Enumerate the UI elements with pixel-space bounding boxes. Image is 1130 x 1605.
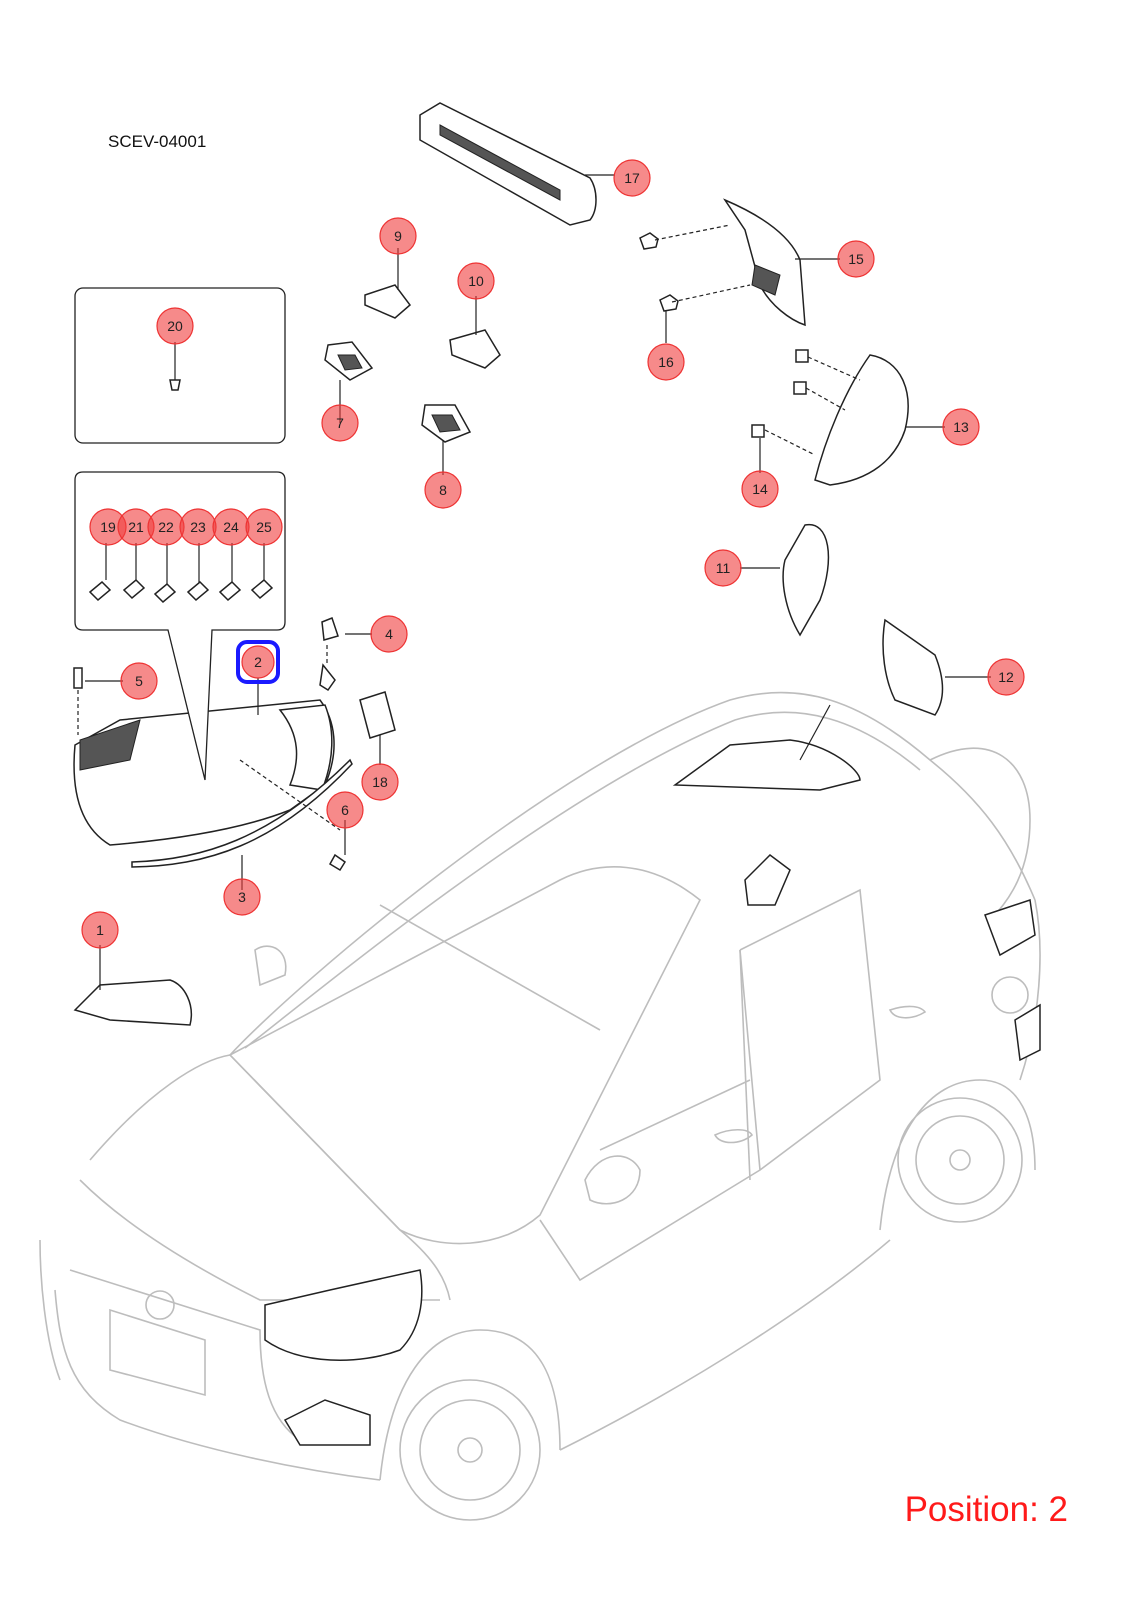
callout-7[interactable]: 7 xyxy=(321,404,359,442)
callout-circle xyxy=(647,343,685,381)
part-illustrations xyxy=(73,102,1041,1446)
callout-1[interactable]: 1 xyxy=(81,911,119,949)
callout-circle xyxy=(321,404,359,442)
callout-circle xyxy=(704,549,742,587)
callout-20[interactable]: 20 xyxy=(156,307,194,345)
callout-label: 2 xyxy=(254,654,262,670)
callout-3[interactable]: 3 xyxy=(223,878,261,916)
bulb-parts xyxy=(88,578,274,604)
callout-label: 21 xyxy=(128,519,144,535)
callout-circle xyxy=(741,470,779,508)
callout-label: 25 xyxy=(256,519,272,535)
callout-6[interactable]: 6 xyxy=(326,791,364,829)
callout-label: 1 xyxy=(96,922,104,938)
callout-23[interactable]: 23 xyxy=(179,508,217,546)
callout-circle xyxy=(245,508,283,546)
callout-circle xyxy=(81,911,119,949)
callout-label: 10 xyxy=(468,273,484,289)
vehicle-outline xyxy=(39,691,1041,1521)
callout-8[interactable]: 8 xyxy=(424,471,462,509)
callout-label: 13 xyxy=(953,419,969,435)
callout-circle xyxy=(424,471,462,509)
callout-label: 18 xyxy=(372,774,388,790)
callout-circle xyxy=(942,408,980,446)
callout-label: 8 xyxy=(439,482,447,498)
diagram-code: SCEV-04001 xyxy=(108,132,207,151)
callout-label: 24 xyxy=(223,519,239,535)
callout-circle xyxy=(326,791,364,829)
callout-label: 9 xyxy=(394,228,402,244)
callout-2[interactable]: 2 xyxy=(236,640,280,684)
callout-13[interactable]: 13 xyxy=(942,408,980,446)
callout-21[interactable]: 21 xyxy=(117,508,155,546)
callout-label: 5 xyxy=(135,673,143,689)
callout-4[interactable]: 4 xyxy=(370,615,408,653)
callout-circle xyxy=(361,763,399,801)
callout-10[interactable]: 10 xyxy=(457,262,495,300)
callout-15[interactable]: 15 xyxy=(837,240,875,278)
callout-12[interactable]: 12 xyxy=(987,658,1025,696)
clip-part xyxy=(169,379,181,391)
callout-16[interactable]: 16 xyxy=(647,343,685,381)
callout-17[interactable]: 17 xyxy=(613,159,651,197)
callout-5[interactable]: 5 xyxy=(120,662,158,700)
callout-circle xyxy=(457,262,495,300)
callout-11[interactable]: 11 xyxy=(704,549,742,587)
callout-label: 14 xyxy=(752,481,768,497)
callout-label: 12 xyxy=(998,669,1014,685)
callout-label: 4 xyxy=(385,626,393,642)
callout-19[interactable]: 19 xyxy=(89,508,127,546)
callout-circle xyxy=(837,240,875,278)
callout-circle xyxy=(370,615,408,653)
callout-circle xyxy=(156,307,194,345)
callout-circle xyxy=(223,878,261,916)
callout-label: 7 xyxy=(336,415,344,431)
callout-label: 19 xyxy=(100,519,116,535)
callout-label: 23 xyxy=(190,519,206,535)
callout-14[interactable]: 14 xyxy=(741,470,779,508)
leader-lines xyxy=(77,174,991,990)
callout-label: 6 xyxy=(341,802,349,818)
inset-box-clip xyxy=(74,287,286,444)
callout-circle xyxy=(379,217,417,255)
callout-25[interactable]: 25 xyxy=(245,508,283,546)
callout-9[interactable]: 9 xyxy=(379,217,417,255)
callout-label: 11 xyxy=(716,560,731,576)
callout-label: 17 xyxy=(624,170,640,186)
callout-label: 3 xyxy=(238,889,246,905)
callout-label: 16 xyxy=(658,354,674,370)
callout-label: 15 xyxy=(848,251,864,267)
callout-circle xyxy=(987,658,1025,696)
callout-label: 20 xyxy=(167,318,183,334)
position-label: Position: 2 xyxy=(904,1490,1068,1529)
callout-circle xyxy=(613,159,651,197)
callout-label: 22 xyxy=(158,519,174,535)
callout-18[interactable]: 18 xyxy=(361,763,399,801)
callout-24[interactable]: 24 xyxy=(212,508,250,546)
selected-highlight xyxy=(236,640,280,684)
callout-circle xyxy=(241,645,275,679)
callout-22[interactable]: 22 xyxy=(147,508,185,546)
callout-circle xyxy=(120,662,158,700)
